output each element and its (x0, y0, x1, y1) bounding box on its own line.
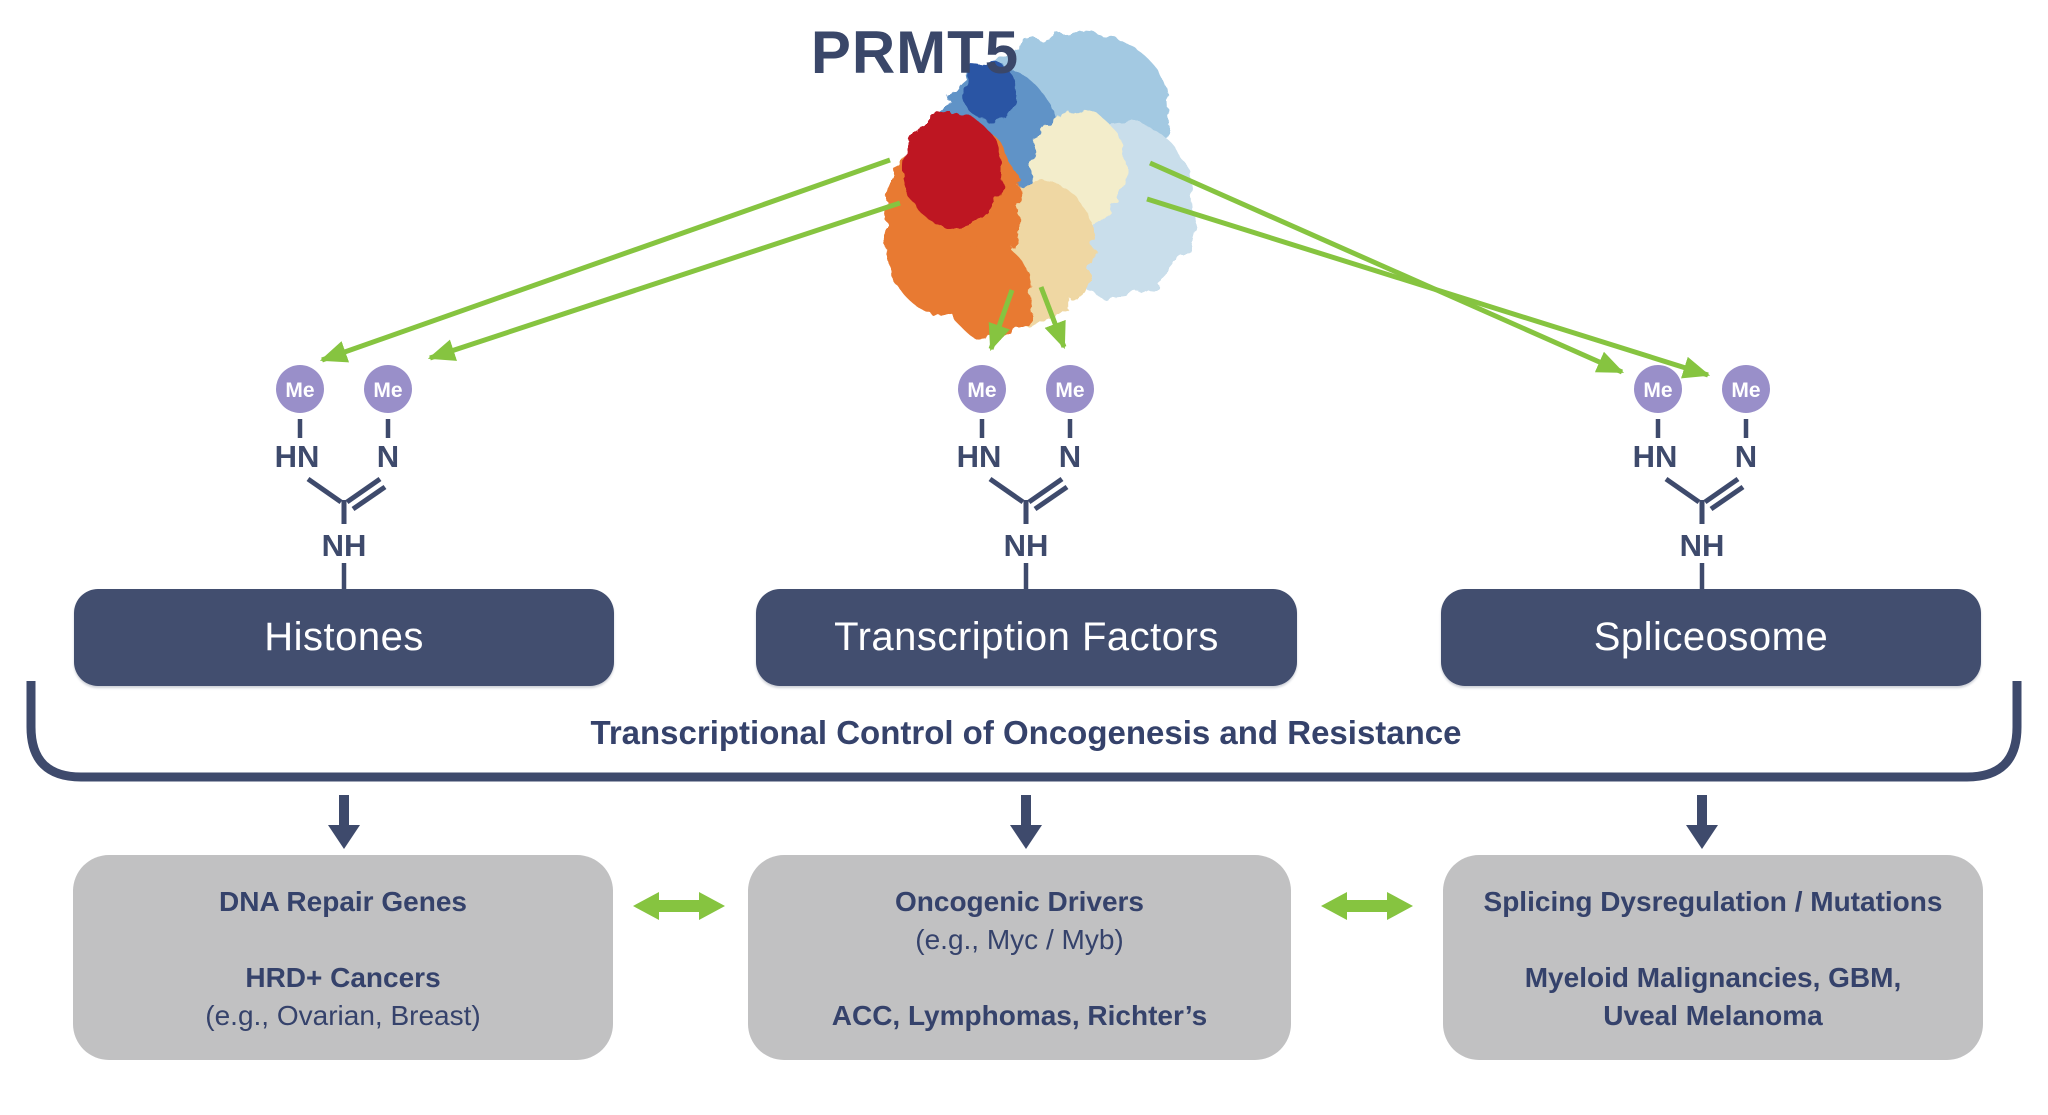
me-circle (958, 365, 1006, 413)
substrate-label-transcription-factors: Transcription Factors (834, 615, 1219, 659)
hn-label: HN (957, 439, 1002, 474)
me-label: Me (1731, 379, 1760, 402)
arrow-to-spliceosome-1 (1148, 160, 1625, 375)
me-label: Me (285, 379, 314, 402)
prmt5-protein-structure (883, 32, 1195, 340)
outcome-box-dna-repair: DNA Repair Genes HRD+ Cancers (e.g., Ova… (73, 855, 613, 1060)
double-bond (1703, 476, 1740, 505)
double-bond (351, 484, 387, 512)
arrow-to-tf-2 (1038, 286, 1067, 350)
me-label: Me (967, 379, 996, 402)
bond (306, 476, 343, 505)
down-arrow-2 (1010, 795, 1042, 849)
arrow-to-histones-2 (427, 200, 901, 361)
bracket (26, 681, 2022, 782)
outcome-line: Myeloid Malignancies, GBM, (1524, 962, 1902, 993)
page-title: PRMT5 (810, 19, 1020, 86)
n-label: N (1059, 439, 1081, 474)
down-arrow-1 (328, 795, 360, 849)
outcome-line: HRD+ Cancers (245, 962, 441, 993)
double-bond (345, 476, 382, 505)
me-label: Me (1055, 379, 1084, 402)
me-label: Me (1643, 379, 1672, 402)
outcome-line: Oncogenic Drivers (895, 886, 1144, 917)
nh-label: NH (322, 528, 367, 563)
outcome-box-splicing-dysregulation: Splicing Dysregulation / Mutations Myelo… (1443, 855, 1983, 1060)
bidirectional-arrow-1 (633, 892, 725, 920)
n-label: N (1735, 439, 1757, 474)
me-circle (1634, 365, 1682, 413)
bidirectional-arrow-2 (1321, 892, 1413, 920)
arrow-to-histones-1 (319, 157, 891, 363)
n-label: N (377, 439, 399, 474)
nh-label: NH (1004, 528, 1049, 563)
double-bond (1027, 476, 1064, 505)
me-circle (364, 365, 412, 413)
bond (988, 476, 1025, 505)
bond (1664, 476, 1701, 505)
outcome-line: Uveal Melanoma (1603, 1000, 1823, 1031)
substrate-label-histones: Histones (264, 615, 424, 659)
outcome-line: DNA Repair Genes (219, 886, 467, 917)
outcome-box-oncogenic-drivers: Oncogenic Drivers (e.g., Myc / Myb) ACC,… (748, 855, 1291, 1060)
outcome-line: (e.g., Ovarian, Breast) (205, 1000, 481, 1031)
me-circle (1046, 365, 1094, 413)
me-label: Me (373, 379, 402, 402)
down-arrow-3 (1686, 795, 1718, 849)
hn-label: HN (1633, 439, 1678, 474)
bidirectional-arrows (633, 892, 1413, 920)
bracket-label: Transcriptional Control of Oncogenesis a… (590, 714, 1462, 751)
nh-label: NH (1680, 528, 1725, 563)
double-bond (1033, 484, 1069, 512)
arrow-to-tf-1 (988, 289, 1015, 352)
arrow-to-spliceosome-2 (1146, 196, 1711, 379)
me-circle (1722, 365, 1770, 413)
substrate-box-spliceosome: Spliceosome (1441, 589, 1981, 686)
substrate-box-histones: Histones (74, 589, 614, 686)
hn-label: HN (275, 439, 320, 474)
substrate-box-transcription-factors: Transcription Factors (756, 589, 1297, 686)
outcome-line: ACC, Lymphomas, Richter’s (831, 1000, 1208, 1031)
substrate-label-spliceosome: Spliceosome (1593, 615, 1829, 659)
me-circle (276, 365, 324, 413)
methylation-arrows (319, 157, 1711, 379)
down-arrows (328, 795, 1718, 849)
double-bond (1709, 484, 1745, 512)
outcome-line: Splicing Dysregulation / Mutations (1483, 886, 1943, 917)
outcome-line: (e.g., Myc / Myb) (915, 924, 1124, 955)
